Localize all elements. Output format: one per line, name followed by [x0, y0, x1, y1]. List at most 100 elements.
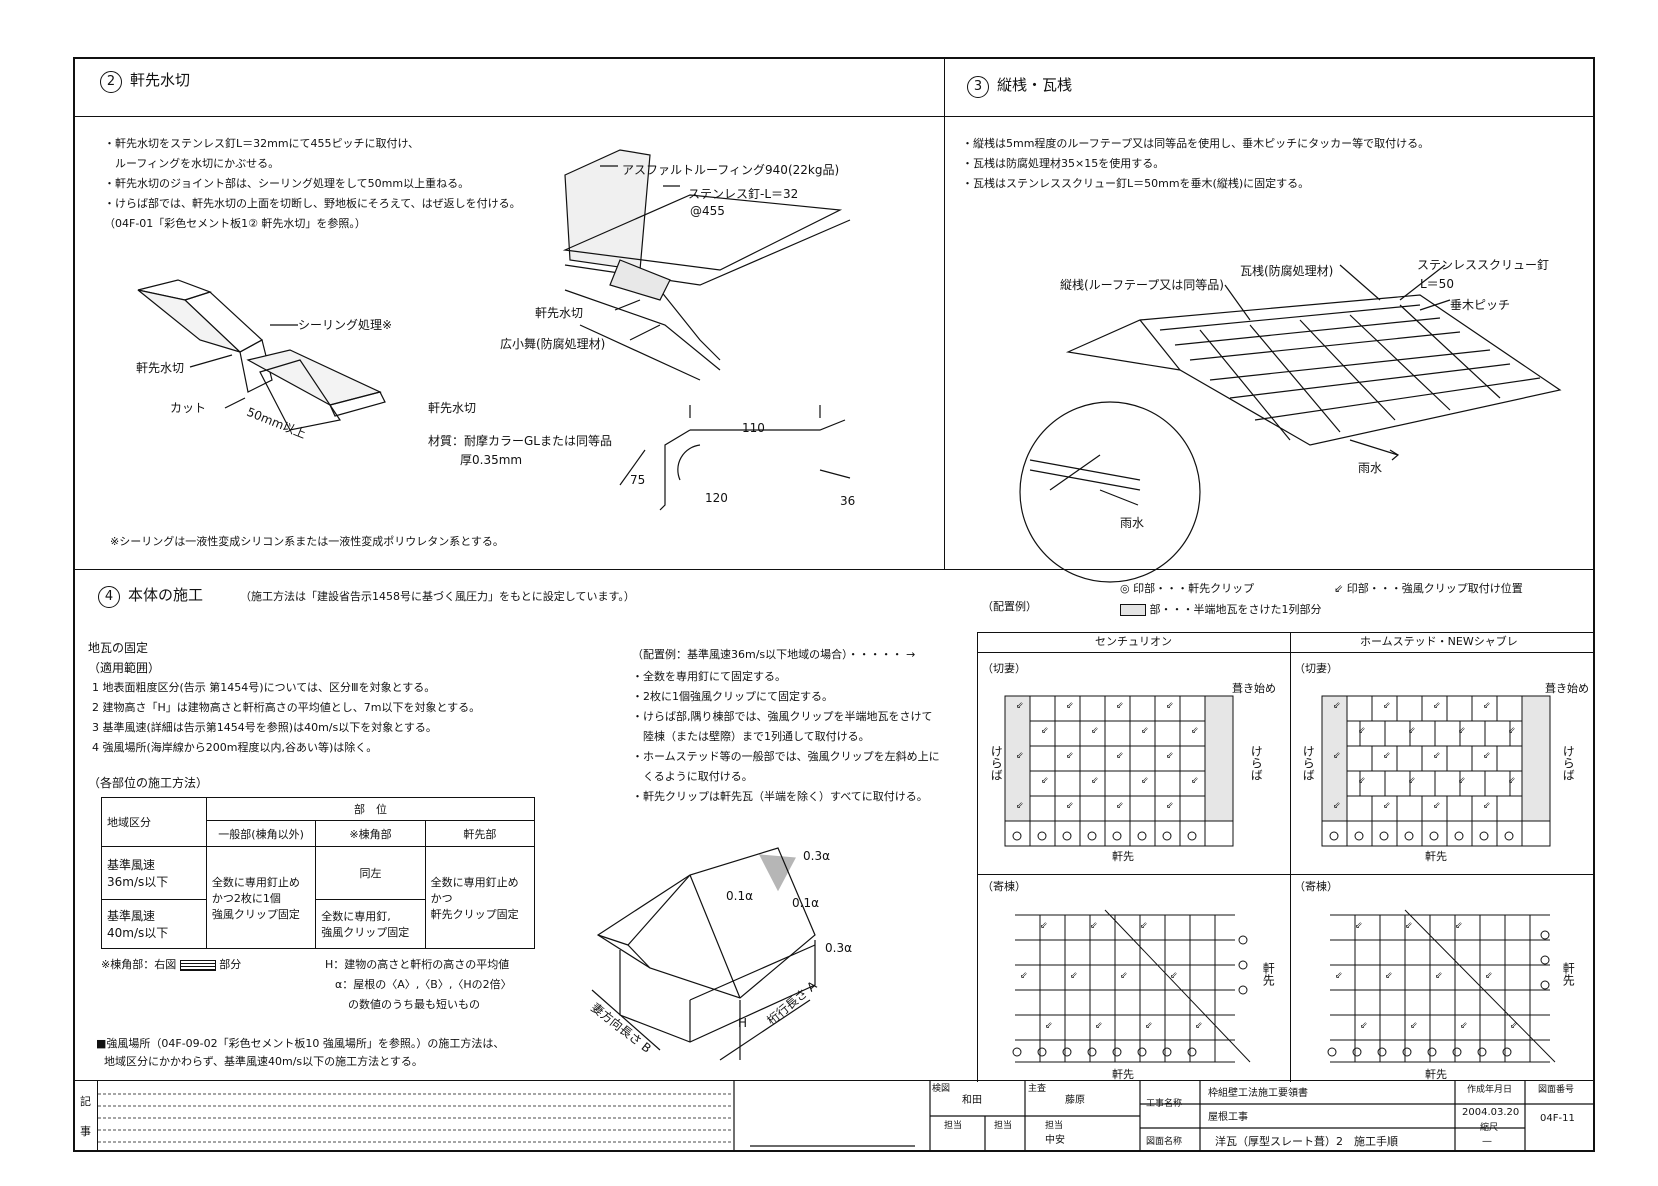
- s2-label-nokisaki: 軒先水切: [136, 361, 185, 375]
- s2-title: 軒先水切: [130, 71, 191, 89]
- svg-text:⇙: ⇙: [1116, 751, 1124, 761]
- examples-top: [977, 632, 1595, 633]
- svg-text:⇙: ⇙: [1333, 801, 1341, 811]
- tb-tanto-2: 担当: [994, 1121, 1013, 1131]
- s3-note: ・瓦桟は防腐処理材35×15を使用する。: [962, 157, 1165, 170]
- tb-ji: 事: [80, 1125, 91, 1138]
- td-region-40-a: 基準風速: [107, 909, 156, 923]
- s4-example-head: （配置例：基準風速36m/s以下地域の場合）・・・・・ →: [632, 648, 916, 661]
- svg-text:⇙: ⇙: [1145, 1021, 1153, 1031]
- s4-scope-item: 2 建物高さ「H」は建物高さと軒桁高さの平均値とし、7m以下を対象とする。: [92, 701, 481, 714]
- s2-note: ・けらば部では、軒先水切の上面を切断し、野地板にそろえて、はぜ返しを付ける。: [104, 197, 521, 210]
- s2-dim-75: 75: [630, 473, 646, 487]
- s4-corner-note: ※棟角部：右図 部分: [101, 958, 241, 973]
- svg-text:⇙: ⇙: [1140, 921, 1148, 931]
- svg-text:⇙: ⇙: [1408, 776, 1416, 786]
- tb-no: 04F-11: [1540, 1113, 1575, 1124]
- svg-text:⇙: ⇙: [1508, 776, 1516, 786]
- s3-label-screw: ステンレススクリュー釘: [1417, 258, 1550, 272]
- corner-hatch-swatch: [179, 959, 216, 971]
- svg-text:⇙: ⇙: [1166, 801, 1174, 811]
- s4-example-item: 陸棟（または壁際）まで1列通して取付ける。: [632, 730, 870, 743]
- s2-label-nokisaki3: 軒先水切: [428, 401, 477, 415]
- svg-text:⇙: ⇙: [1141, 726, 1149, 736]
- tb-koji-label: 工事名称: [1146, 1099, 1183, 1109]
- house-a01-1: 0.1α: [726, 889, 753, 903]
- td-general-b: かつ2枚に1個: [211, 891, 281, 905]
- svg-text:⇙: ⇙: [1458, 726, 1466, 736]
- tb-shusa: 主査: [1028, 1084, 1047, 1094]
- yosemune-1: （寄棟）: [982, 880, 1026, 893]
- nokisaki-4: 軒先: [1425, 1068, 1447, 1081]
- s4-example-item: ・全数を専用釘にて固定する。: [632, 670, 786, 683]
- s3-label-taruki: 垂木ピッチ: [1450, 298, 1511, 312]
- svg-text:⇙: ⇙: [1091, 726, 1099, 736]
- s2-dim-110: 110: [742, 421, 765, 435]
- fukihajime-2: 葺き始め: [1545, 682, 1589, 695]
- s4-scope-items: 1 地表面粗度区分(告示 第1454号)については、区分Ⅲを対象とする。 2 建…: [92, 678, 480, 758]
- keraba-1: けらば: [989, 745, 1004, 781]
- tb-scale-label: 縮尺: [1480, 1123, 1499, 1133]
- tb-date: 2004.03.20: [1462, 1107, 1520, 1118]
- svg-text:⇙: ⇙: [1335, 971, 1343, 981]
- td-corner-36: 同左: [315, 846, 426, 900]
- svg-text:⇙: ⇙: [1170, 971, 1178, 981]
- s2-label-nokisaki2: 軒先水切: [535, 306, 584, 320]
- house-a01-2: 0.1α: [792, 896, 819, 910]
- s2-note: ルーフィングを水切にかぶせる。: [104, 157, 280, 170]
- titleblock-ki-div: [97, 1080, 98, 1152]
- svg-text:⇙: ⇙: [1120, 971, 1128, 981]
- svg-text:⇙: ⇙: [1510, 1021, 1518, 1031]
- s3-notes: ・縦桟は5mm程度のルーフテープ又は同等品を使用し、垂木ピッチにタッカー等で取付…: [962, 134, 1429, 194]
- section-divider-h: [73, 569, 1595, 570]
- tb-scale: —: [1482, 1136, 1492, 1147]
- s4-scope-item: 4 強風場所(海岸線から200m程度以内,谷あい等)は除く。: [92, 741, 378, 754]
- td-eave-c: 軒先クリップ固定: [430, 907, 519, 921]
- svg-text:⇙: ⇙: [1016, 801, 1024, 811]
- th-eave: 軒先部: [424, 820, 536, 847]
- s4-heading: 4 本体の施工: [98, 585, 203, 608]
- tb-no-label: 図面番号: [1538, 1085, 1575, 1095]
- s4-example-head-text: （配置例：基準風速36m/s以下地域の場合）・・・・・: [632, 648, 903, 661]
- td-eave-a: 全数に専用釘止め: [430, 875, 519, 889]
- svg-text:⇙: ⇙: [1433, 801, 1441, 811]
- nokisaki-5: 軒先: [1261, 962, 1276, 986]
- svg-text:⇙: ⇙: [1095, 1021, 1103, 1031]
- nokisaki-2: 軒先: [1425, 850, 1447, 863]
- td-corner-40: 全数に専用釘, 強風クリップ固定: [315, 899, 426, 949]
- svg-text:⇙: ⇙: [1020, 971, 1028, 981]
- td-corner-40-a: 全数に専用釘,: [321, 910, 391, 923]
- td-corner-40-b: 強風クリップ固定: [321, 926, 410, 939]
- td-region-36-a: 基準風速: [107, 858, 156, 872]
- s2-note-sealing: ※シーリングは一液性変成シリコン系または一液性変成ポリウレタン系とする。: [110, 535, 504, 548]
- svg-text:⇙: ⇙: [1358, 726, 1366, 736]
- svg-text:⇙: ⇙: [1405, 921, 1413, 931]
- s4-title: 本体の施工: [128, 586, 204, 604]
- tb-date-label: 作成年月日: [1467, 1085, 1513, 1095]
- s3-title: 縦桟・瓦桟: [997, 76, 1073, 94]
- header-divider: [73, 116, 1595, 117]
- svg-text:⇙: ⇙: [1435, 971, 1443, 981]
- svg-text:⇙: ⇙: [1191, 776, 1199, 786]
- s2-label-nail: ステンレス釘-L＝32: [688, 187, 799, 201]
- s4-a-note: α：屋根の〈A〉,〈B〉,〈Hの2倍〉: [335, 978, 512, 991]
- titleblock-top: [73, 1080, 1595, 1081]
- svg-text:⇙: ⇙: [1195, 1021, 1203, 1031]
- s4-number: 4: [98, 586, 120, 608]
- svg-text:⇙: ⇙: [1408, 726, 1416, 736]
- s4-example-item: ・けらば部,隅り棟部では、強風クリップを半端地瓦をさけて: [632, 710, 933, 723]
- tb-ki: 記: [80, 1095, 91, 1108]
- tb-shusa-name: 藤原: [1065, 1095, 1085, 1106]
- s4-example-items: ・全数を専用釘にて固定する。 ・2枚に1個強風クリップにて固定する。 ・けらば部…: [632, 667, 940, 807]
- svg-text:⇙: ⇙: [1355, 921, 1363, 931]
- svg-text:⇙: ⇙: [1433, 701, 1441, 711]
- keraba-4: けらば: [1561, 745, 1576, 781]
- centurion-title: センチュリオン: [1095, 635, 1172, 648]
- svg-text:⇙: ⇙: [1485, 971, 1493, 981]
- tb-kento-name: 和田: [962, 1095, 982, 1106]
- s2-dim-36: 36: [840, 494, 856, 508]
